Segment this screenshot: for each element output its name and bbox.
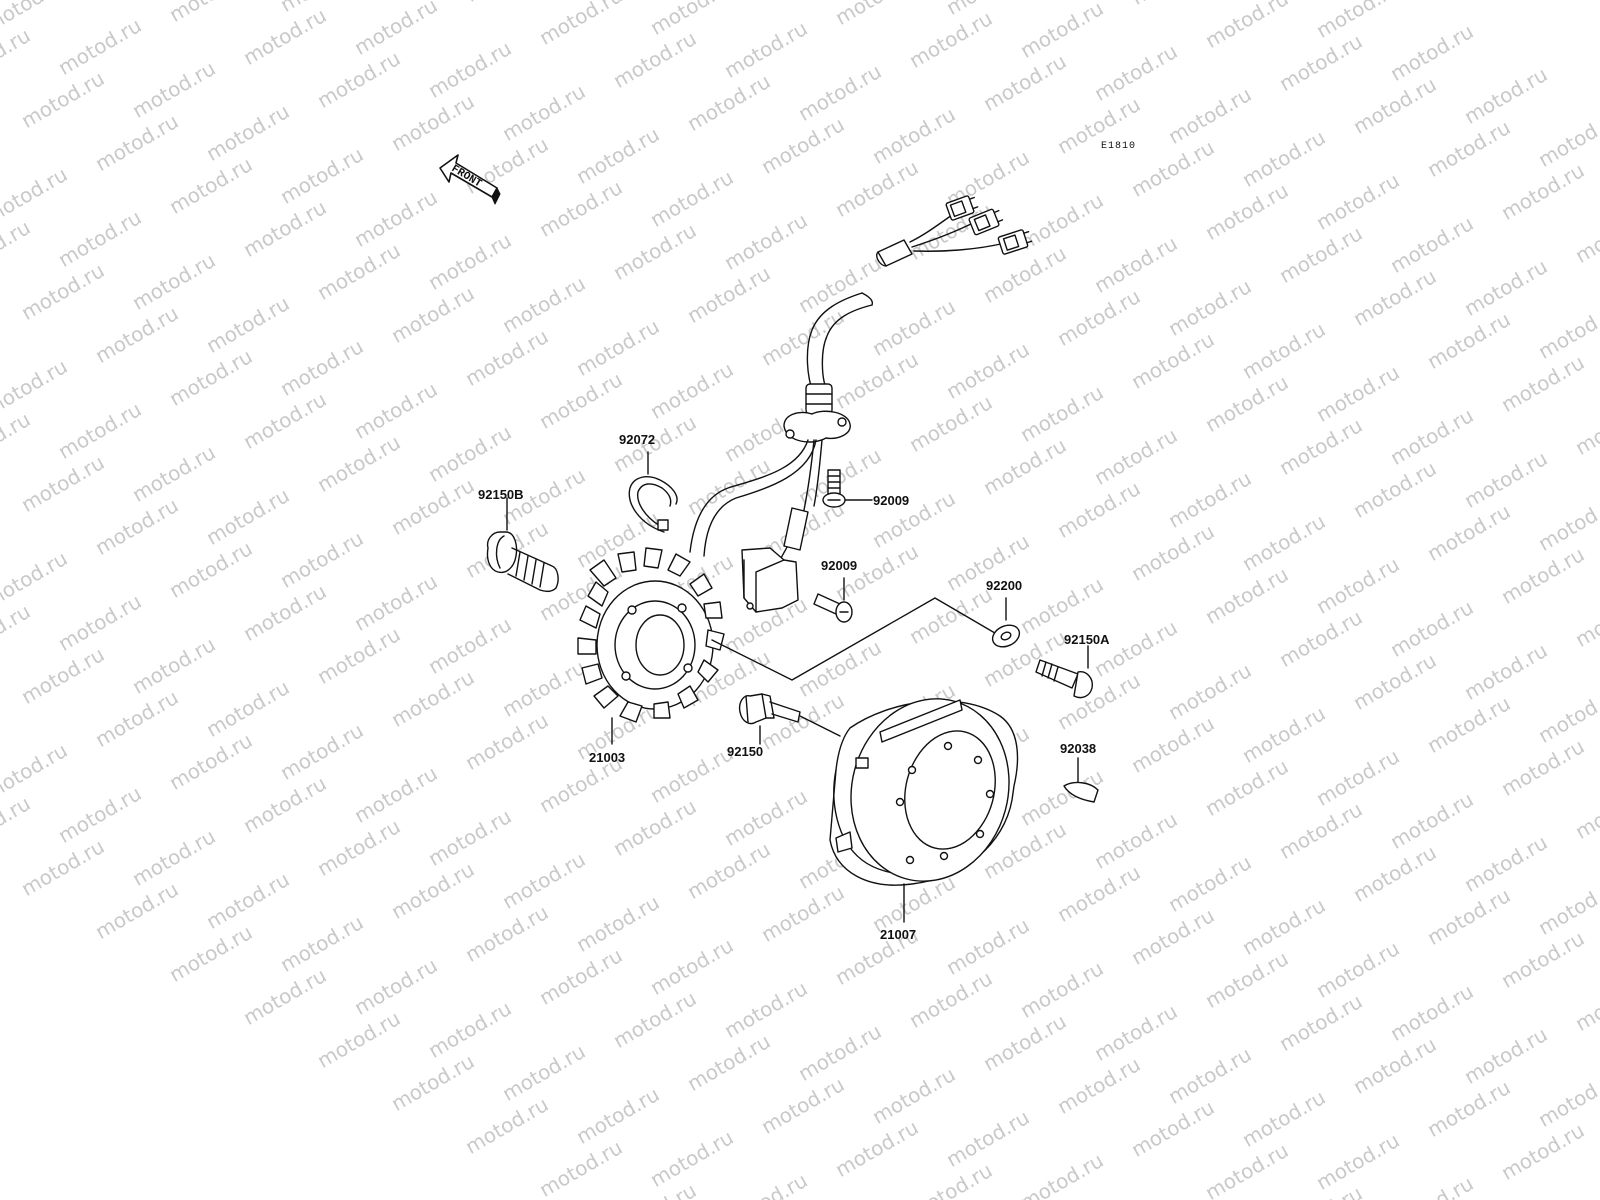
screw-92009-upper <box>822 469 873 508</box>
front-arrow-icon: FRONT <box>439 154 501 205</box>
part-label-92009-lower: 92009 <box>821 558 857 573</box>
bolt-92150a <box>1035 645 1093 699</box>
woodruff-key-92038 <box>1063 757 1099 803</box>
part-label-92150a: 92150A <box>1064 632 1110 647</box>
harness-connectors <box>909 195 1033 255</box>
screw-92009-lower <box>813 577 853 623</box>
diagram-code: E1810 <box>1101 141 1136 152</box>
part-label-92150b: 92150B <box>478 487 524 502</box>
part-label-92009-upper: 92009 <box>873 493 909 508</box>
wire-harness <box>689 239 913 613</box>
bolt-92150 <box>738 693 841 745</box>
part-label-21007: 21007 <box>880 927 916 942</box>
part-label-92200: 92200 <box>986 578 1022 593</box>
rotor-21007 <box>829 698 1019 923</box>
washer-92200 <box>991 597 1021 648</box>
leader-line-stator-washer <box>711 597 1001 681</box>
part-label-92072: 92072 <box>619 432 655 447</box>
band-clamp-92072 <box>628 451 678 533</box>
part-label-21003: 21003 <box>589 750 625 765</box>
front-label: FRONT <box>449 163 484 190</box>
stator-21003 <box>577 547 725 745</box>
bolt-92150b <box>486 497 559 593</box>
part-label-92150: 92150 <box>727 744 763 759</box>
part-label-92038: 92038 <box>1060 741 1096 756</box>
